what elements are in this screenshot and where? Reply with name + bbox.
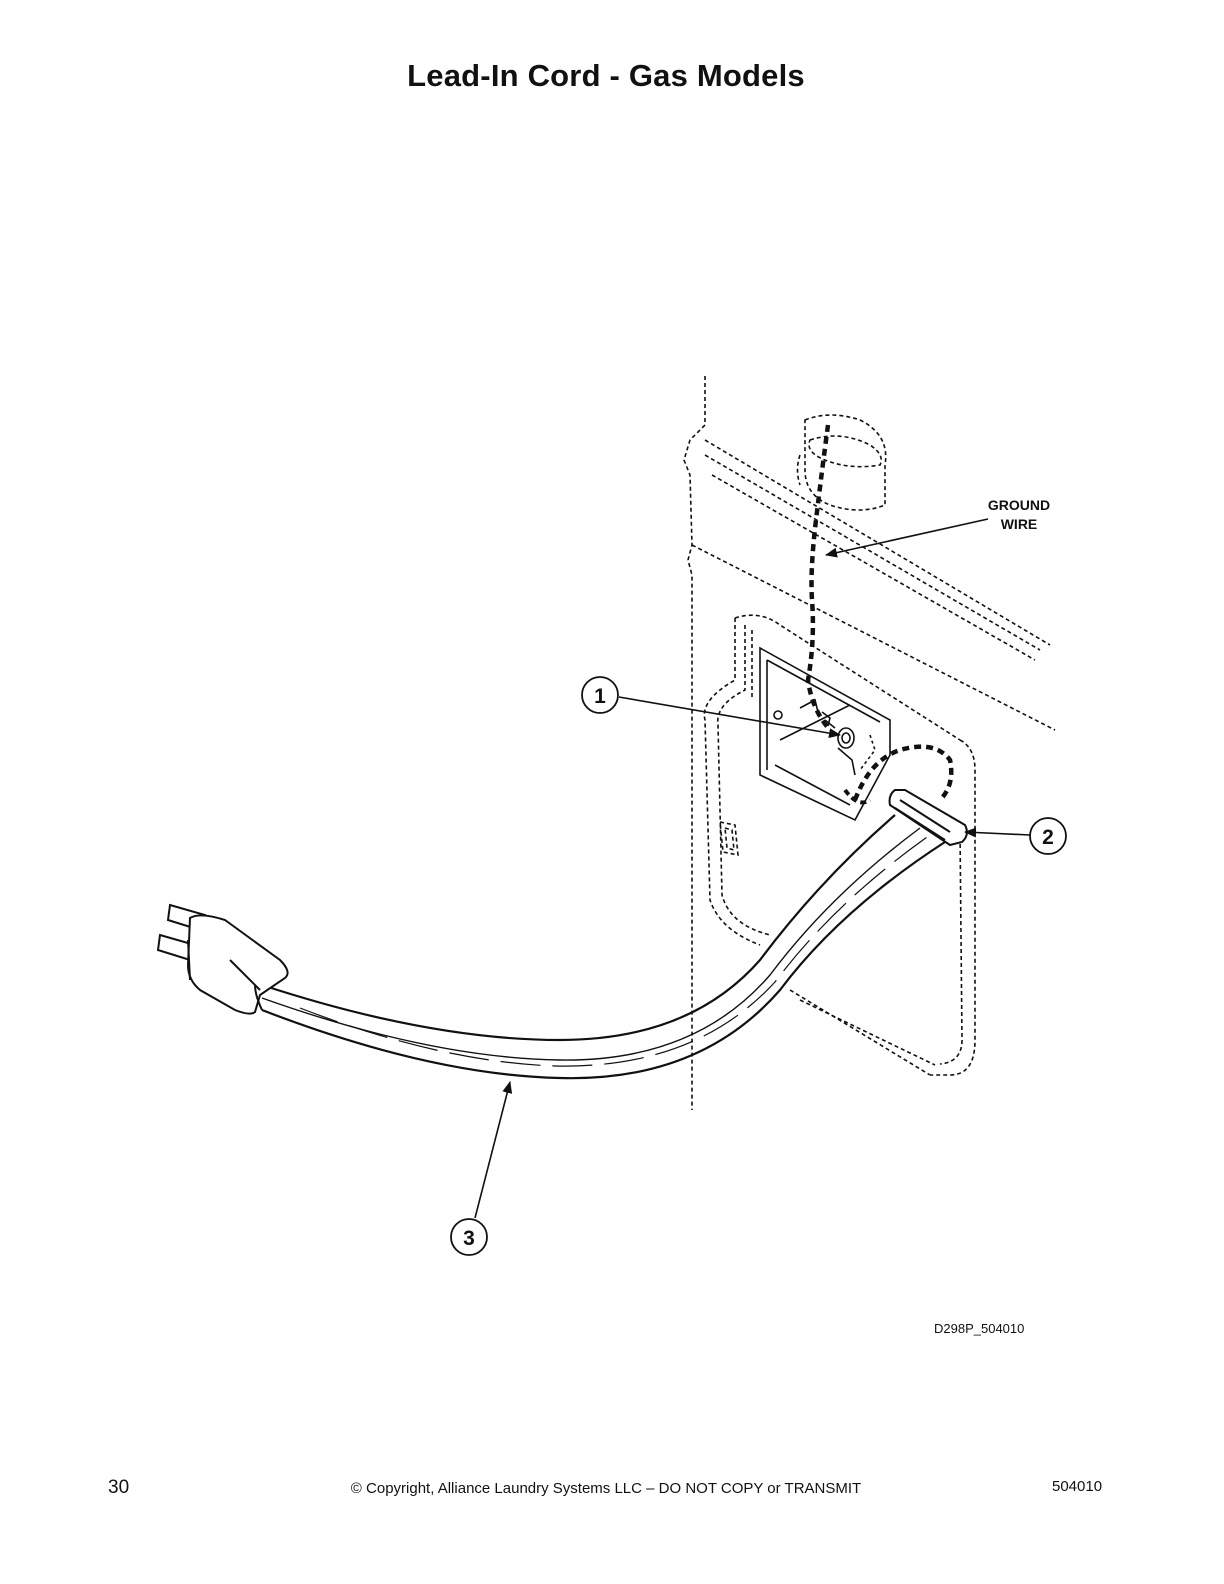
callout-2: 2 — [1029, 817, 1067, 855]
cabinet-top-edge-inner — [704, 454, 1041, 651]
document-number: 504010 — [1052, 1478, 1103, 1495]
ground-wire-label-line2: WIRE — [1001, 516, 1038, 532]
ground-wire — [805, 424, 832, 732]
plug-body — [186, 914, 289, 1015]
terminal-box-inner-right — [859, 734, 876, 771]
duct-collar-side — [796, 454, 801, 486]
ground-wire-leader — [825, 518, 989, 558]
side-vent-slot-inner — [724, 826, 735, 852]
drawing-id: D298P_504010 — [934, 1321, 1024, 1336]
cabinet-top-edge-outer — [704, 439, 1051, 646]
callout-1-leader — [618, 696, 841, 739]
plug-face — [187, 939, 191, 981]
callout-2-leader — [964, 827, 1031, 838]
plug-cord-end — [254, 984, 263, 1011]
dryer-cabinet-outline — [683, 376, 1056, 1110]
callout-3-label: 3 — [463, 1227, 475, 1250]
callout-2-label: 2 — [1042, 826, 1054, 849]
cord-conductor-loop — [852, 744, 954, 802]
callout-1-label: 1 — [594, 685, 606, 708]
copyright-notice: © Copyright, Alliance Laundry Systems LL… — [350, 1480, 862, 1497]
vent-recess-left-inner — [716, 625, 771, 936]
power-cord — [261, 814, 946, 1080]
terminal-box-back — [779, 704, 851, 741]
page-title: Lead-In Cord - Gas Models — [407, 58, 805, 93]
panel-inner-bottom — [799, 999, 936, 1066]
duct-collar-top — [808, 435, 883, 468]
terminal-block — [759, 646, 891, 822]
cabinet-top-edge-inner2 — [711, 474, 1036, 661]
ground-screw — [821, 711, 856, 776]
terminal-tab — [799, 698, 819, 713]
strain-relief — [888, 789, 968, 847]
panel-inner-right — [939, 829, 963, 1065]
callout-3-leader — [474, 1081, 513, 1219]
cord-conductor-lead — [843, 788, 872, 805]
terminal-box-inner-top — [766, 659, 881, 723]
terminal-box-outer — [759, 646, 891, 822]
vent-recess-left — [703, 618, 761, 946]
cabinet-right-edge — [691, 544, 1056, 731]
plug — [156, 903, 289, 1015]
ground-wire-label-line1: GROUND — [988, 497, 1050, 513]
terminal-box-floor — [774, 764, 851, 806]
page-number: 30 — [108, 1477, 130, 1498]
side-vent-slot — [719, 821, 739, 856]
callout-1: 1 — [581, 676, 619, 714]
duct-collar — [804, 414, 887, 511]
callout-3: 3 — [450, 1218, 488, 1256]
rear-panel-bottom — [789, 989, 931, 1076]
rear-panel-right — [930, 739, 976, 1076]
terminal-hole — [773, 710, 783, 720]
cabinet-left-edge — [683, 376, 706, 1110]
vent-recess-outer — [734, 614, 961, 741]
